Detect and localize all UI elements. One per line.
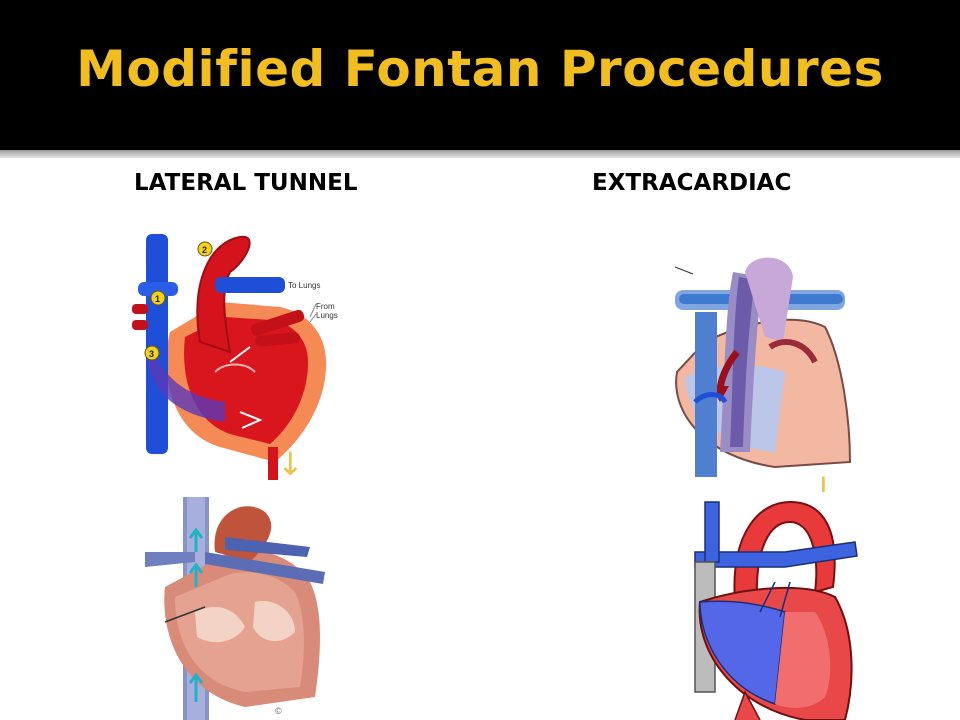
lateral-tunnel-diagram: 2 1 3 To Lungs From Lungs [130, 222, 360, 480]
from-lungs-label-1: From [316, 302, 335, 311]
slide-title: Modified Fontan Procedures [0, 40, 960, 98]
to-lungs-label: To Lungs [288, 281, 320, 290]
down-arrow-icon: ↓ [277, 448, 304, 480]
extracardiac-photo [675, 492, 875, 720]
extracardiac-diagram [665, 252, 855, 477]
step-1-label: 1 [155, 294, 160, 304]
header-divider [0, 150, 960, 158]
step-3-label: 3 [149, 349, 154, 359]
copyright-mark: © [275, 706, 282, 716]
extracardiac-heading: EXTRACARDIAC [592, 170, 791, 196]
lateral-tunnel-photo: © [135, 492, 385, 720]
from-lungs-label-2: Lungs [316, 311, 338, 320]
lateral-tunnel-heading: LATERAL TUNNEL [134, 170, 357, 196]
step-2-label: 2 [202, 245, 207, 255]
